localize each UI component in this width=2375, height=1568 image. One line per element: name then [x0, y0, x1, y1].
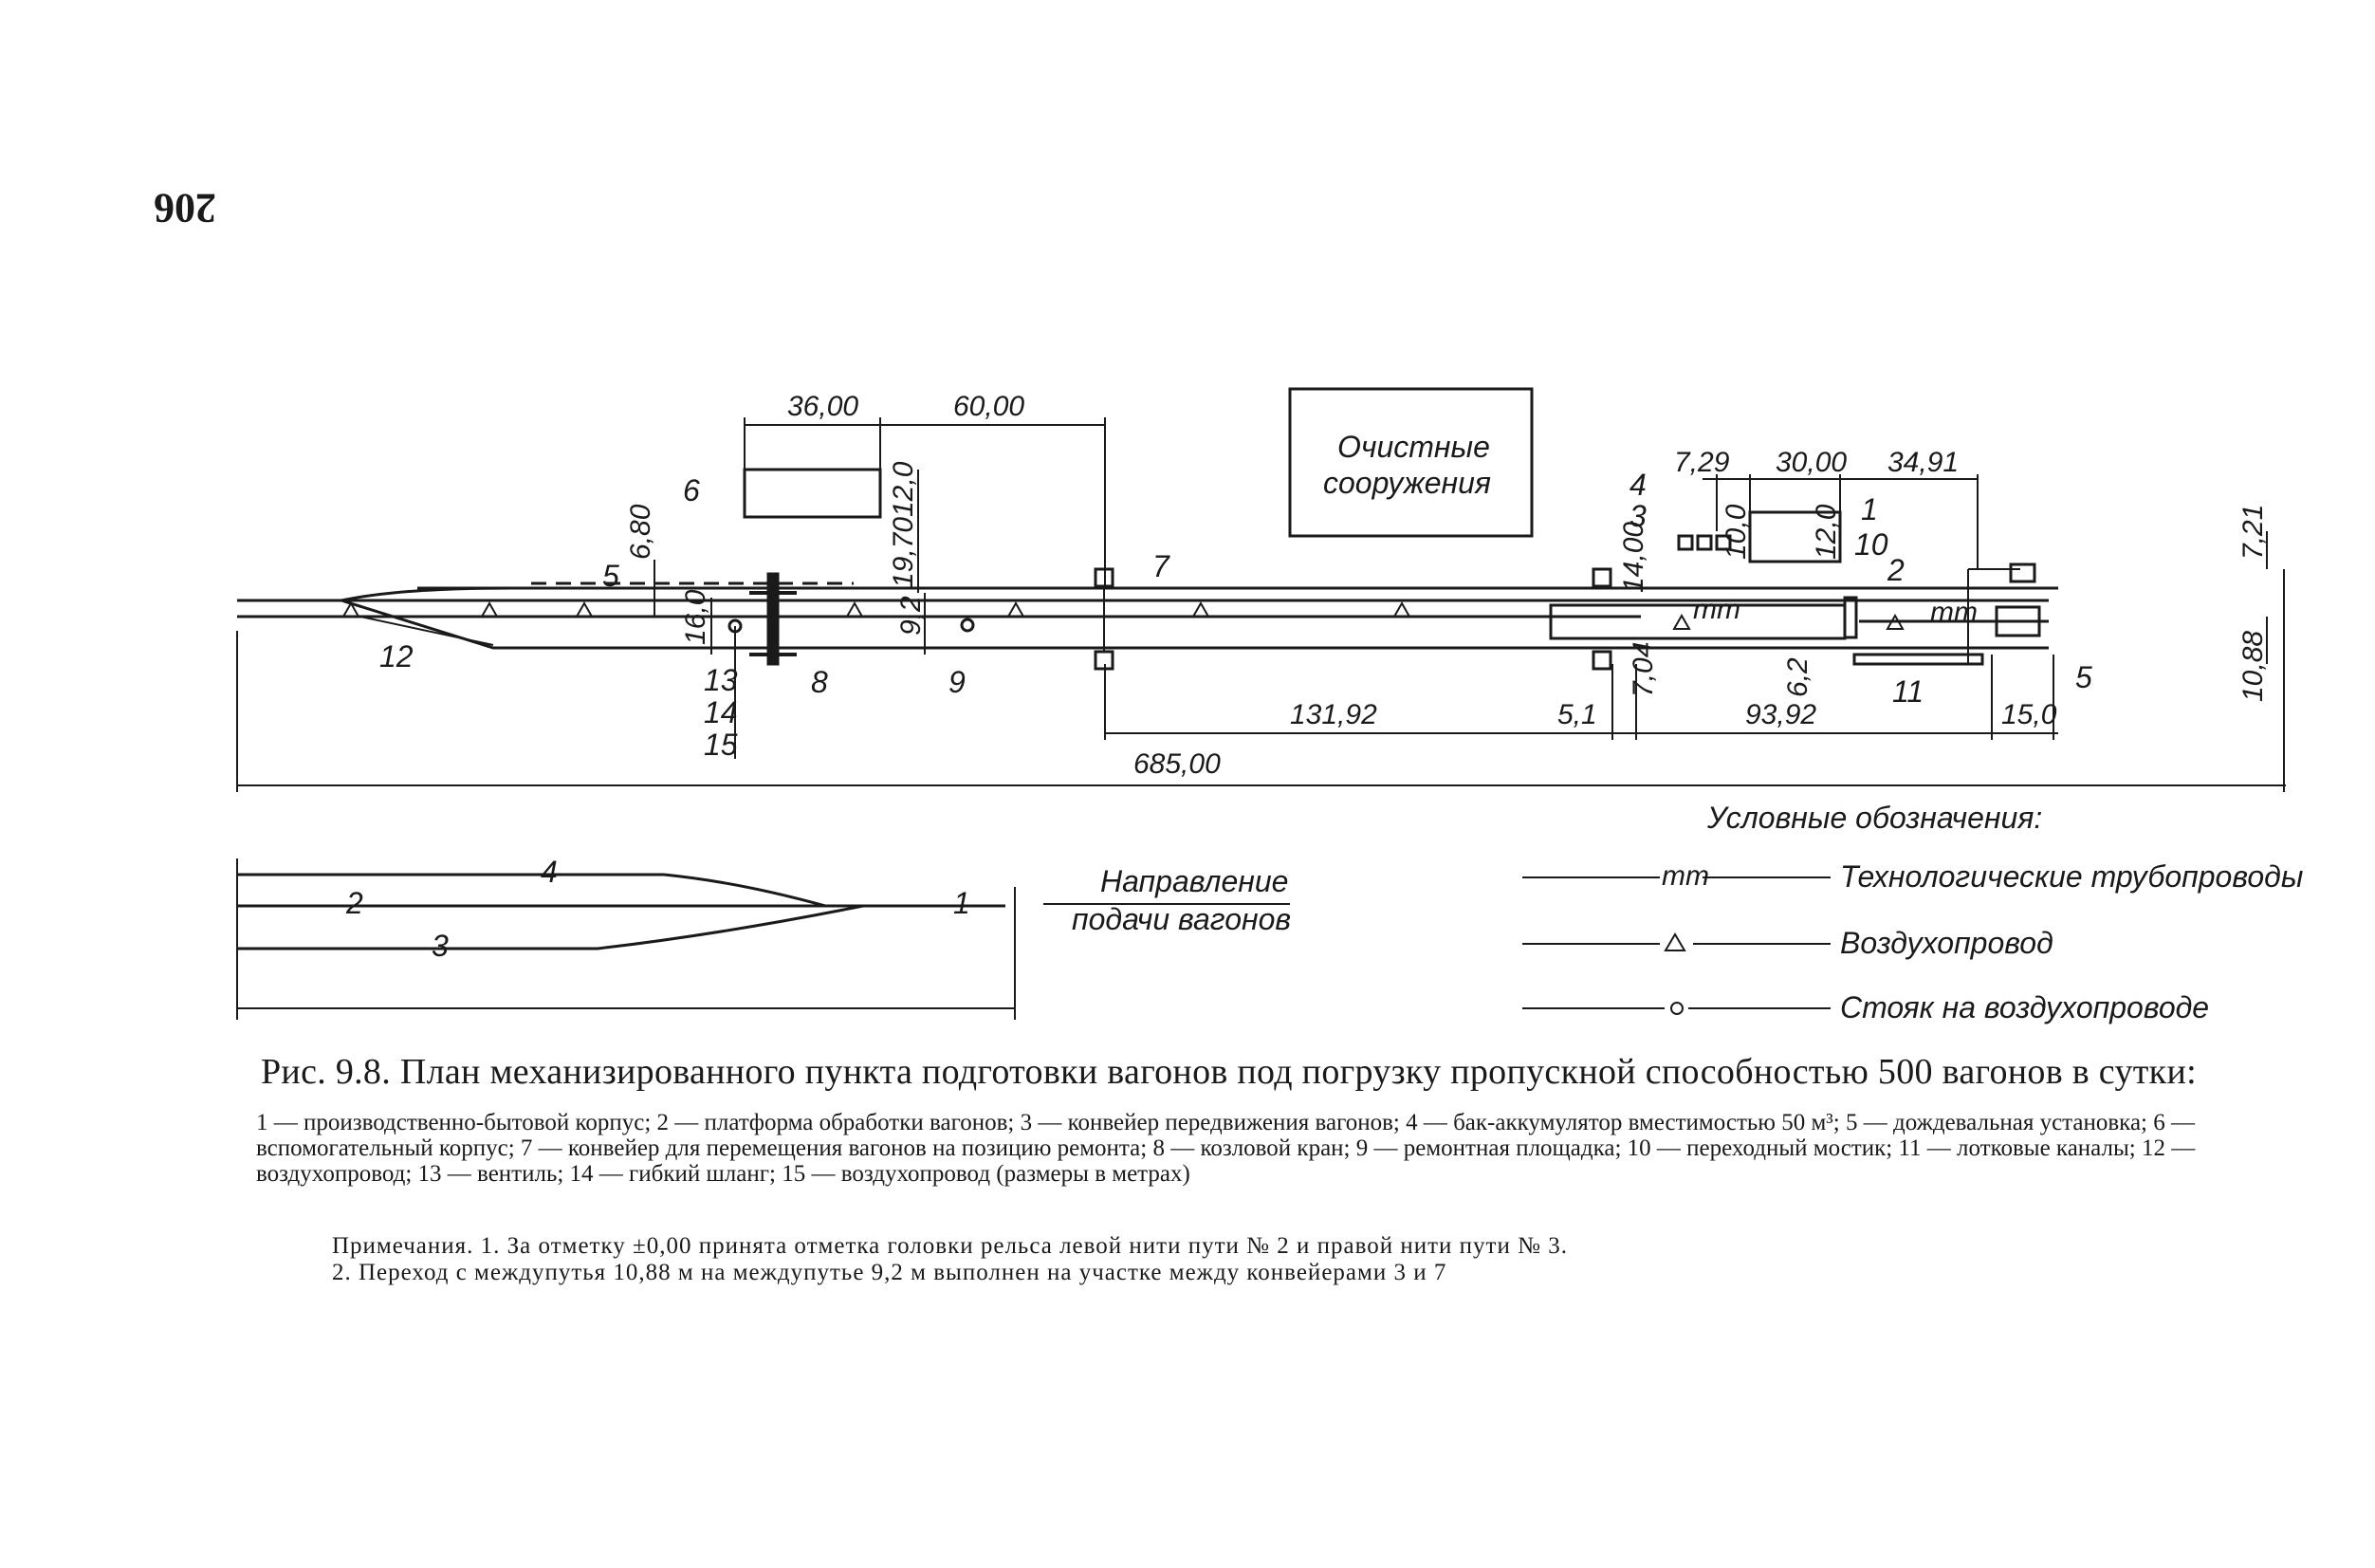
flume-11	[1852, 653, 1984, 666]
item-label-9: 9	[948, 665, 966, 699]
item-label-6: 6	[683, 473, 700, 507]
airline-triangle-5	[1006, 600, 1025, 618]
sprinkler-5-block	[1995, 605, 2041, 637]
dim-16: 16,0	[680, 589, 711, 645]
dim-10-0: 10,0	[1721, 504, 1752, 560]
dim-10-88: 10,88	[2237, 631, 2269, 702]
dim-12-b: 12,0	[1811, 504, 1842, 560]
dim-15: 15,0	[2001, 699, 2057, 730]
dim-6-2: 6,2	[1782, 657, 1813, 697]
item-label-13: 13	[704, 663, 738, 697]
building-1	[1748, 510, 1842, 563]
notes-block: Примечания. 1. За отметку ±0,00 принята …	[332, 1233, 2229, 1286]
track-switch-lower	[341, 599, 531, 650]
item-label-7: 7	[1152, 549, 1170, 583]
pipe-mark-tt-1: тт	[1693, 594, 1740, 625]
direction-label-2: подачи вагонов	[1072, 902, 1291, 936]
track-switch-upper	[341, 586, 513, 602]
item-label-2: 2	[1887, 553, 1905, 587]
cleaning-building	[1288, 387, 1534, 538]
dim-30: 30,00	[1776, 447, 1847, 478]
dim-60: 60,00	[953, 391, 1024, 422]
legend-label-tech-pipes: Технологические трубопроводы	[1840, 859, 2303, 894]
item-label-8: 8	[811, 665, 828, 699]
dim-14: 14,00	[1618, 522, 1649, 593]
dim-12-a: 12,0	[888, 461, 919, 517]
dim-9-2: 9,2	[895, 596, 927, 636]
dim-19-70: 19,70	[888, 517, 919, 588]
airline-triangle-7	[1392, 600, 1411, 618]
item-label-1: 1	[1861, 492, 1878, 526]
airline-triangle-6	[1191, 600, 1210, 618]
numbered-legend: 1 — производственно-бытовой корпус; 2 — …	[256, 1110, 2196, 1187]
tank-4a	[1677, 534, 1694, 551]
dim-685: 685,00	[1133, 748, 1221, 780]
scheme-track-3-switch	[597, 904, 864, 950]
cleaning-building-label-2: сооружения	[1323, 466, 1491, 500]
building-6	[743, 468, 882, 519]
legend-label-riser: Стояк на воздухопроводе	[1840, 990, 2209, 1024]
legend-riser-symbol	[1670, 1002, 1684, 1015]
note-line-1: Примечания. 1. За отметку ±0,00 принята …	[332, 1233, 1568, 1259]
item-label-15: 15	[704, 728, 738, 762]
conveyor-3-bottom	[1592, 650, 1612, 671]
pipe-mark-tt-2: тт	[1930, 597, 1978, 628]
dim-7-21: 7,21	[2237, 505, 2269, 560]
item-label-4: 4	[1629, 468, 1647, 502]
airline-triangle-9	[1886, 613, 1905, 630]
dim-131-92: 131,92	[1290, 699, 1377, 730]
dim-34-91: 34,91	[1887, 447, 1959, 478]
crane-8	[766, 572, 780, 666]
airline-triangle-3	[575, 600, 594, 618]
item-label-5: 5	[602, 559, 619, 593]
conveyor-3-top	[1592, 567, 1612, 588]
airline-triangle-1	[341, 600, 360, 618]
air-riser-1	[727, 618, 743, 634]
air-riser-2	[960, 618, 975, 633]
scheme-track-label-1: 1	[953, 886, 970, 920]
dim-7-04: 7,04	[1628, 642, 1659, 697]
item-label-5b: 5	[2075, 660, 2092, 694]
dim-7-29: 7,29	[1674, 447, 1730, 478]
bridge-10	[1843, 596, 1858, 639]
airline-triangle-2	[480, 600, 499, 618]
legend-label-air-pipe: Воздухопровод	[1840, 926, 2053, 960]
direction-label-1: Направление	[1100, 864, 1288, 898]
tank-4b	[1696, 534, 1713, 551]
legend-triangle-symbol	[1664, 932, 1686, 951]
item-label-10: 10	[1854, 527, 1888, 562]
airline-triangle-8	[1672, 613, 1691, 630]
scheme-track-label-4: 4	[541, 855, 558, 889]
scheme-track-label-2: 2	[345, 886, 363, 920]
pipe-line-12	[359, 616, 494, 646]
dim-93-92: 93,92	[1745, 699, 1816, 730]
dim-5-1: 5,1	[1557, 699, 1597, 730]
legend-symbol-tt: тт	[1662, 860, 1709, 892]
note-line-2: 2. Переход с междупутья 10,88 м на между…	[332, 1260, 1447, 1285]
item-label-11: 11	[1892, 674, 1924, 709]
figure-caption: Рис. 9.8. План механизированного пункта …	[261, 1052, 2197, 1092]
scheme-track-label-3: 3	[432, 929, 449, 963]
sprinkler-5-top	[2009, 563, 2036, 583]
tank-4c	[1715, 534, 1732, 551]
legend-title: Условные обозначения:	[1706, 801, 2042, 835]
cleaning-building-label-1: Очистные	[1337, 430, 1490, 464]
dim-6-80: 6,80	[625, 504, 656, 560]
item-label-14: 14	[704, 695, 738, 729]
item-label-12: 12	[379, 639, 414, 673]
item-label-3: 3	[1629, 499, 1647, 533]
scheme-track-4-switch	[663, 873, 826, 908]
dim-36: 36,00	[787, 391, 858, 422]
airline-triangle-4	[845, 600, 864, 618]
